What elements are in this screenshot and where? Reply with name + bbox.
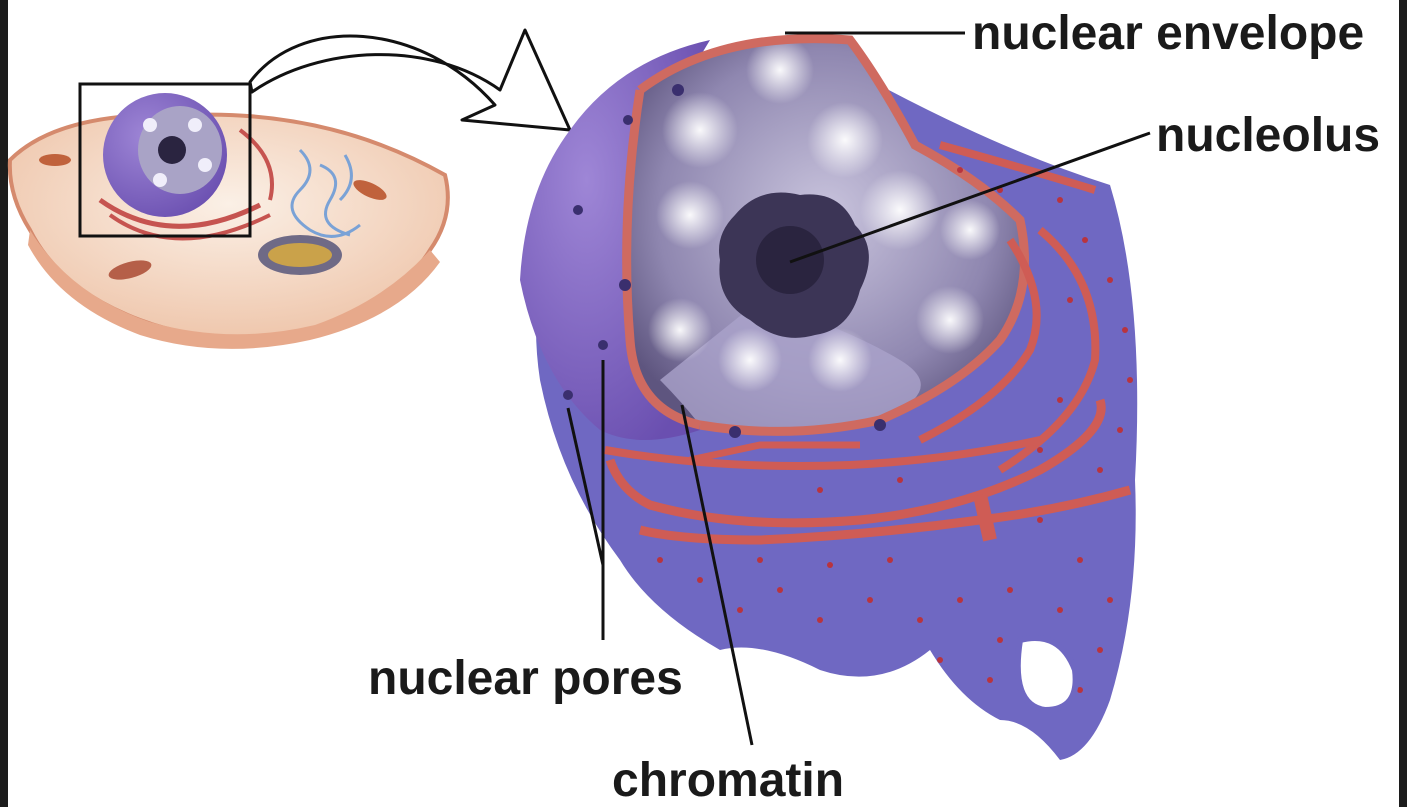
- label-chromatin: chromatin: [612, 757, 844, 805]
- label-nuclear-pores: nuclear pores: [368, 655, 683, 703]
- whole-cell-illustration: [10, 93, 448, 349]
- label-nuclear-envelope: nuclear envelope: [972, 10, 1364, 58]
- label-nucleolus: nucleolus: [1156, 112, 1380, 160]
- zoom-arrow: [250, 30, 570, 130]
